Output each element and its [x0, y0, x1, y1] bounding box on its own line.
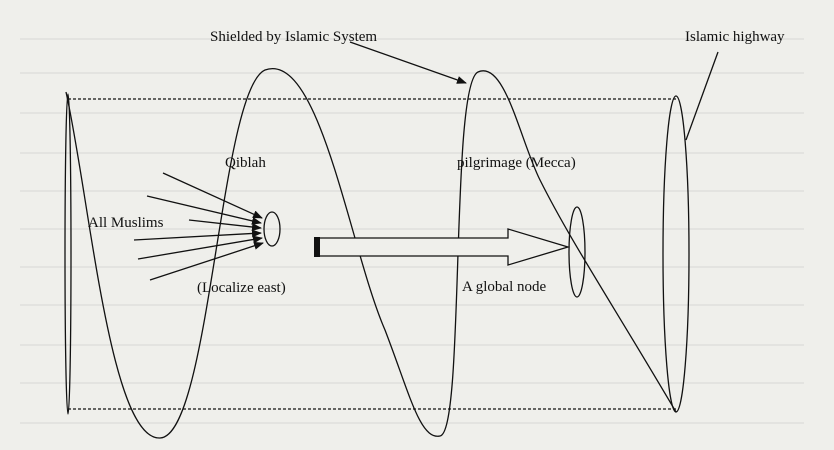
- qiblah-label: Qiblah: [225, 155, 266, 171]
- background-text-line: [20, 344, 804, 346]
- hollow-arrow-tail: [314, 237, 320, 257]
- qiblah-node: [263, 211, 281, 247]
- global-node: [568, 206, 586, 298]
- background-text-line: [20, 382, 804, 384]
- shielded-pointer: [349, 41, 467, 84]
- background-text-line: [20, 152, 804, 154]
- pilgrimage-label: pilgrimage (Mecca): [457, 155, 576, 171]
- background-text-line: [20, 304, 804, 306]
- background-text-line: [20, 228, 804, 230]
- background-text-line: [20, 72, 804, 74]
- muslim-arrow: [133, 229, 262, 241]
- shielded-label: Shielded by Islamic System: [210, 29, 377, 45]
- muslim-arrow: [188, 219, 262, 231]
- background-text-line: [20, 38, 804, 40]
- muslim-arrow: [149, 241, 264, 281]
- shield-spiral-curve: [65, 67, 677, 439]
- background-text-line: [20, 190, 804, 192]
- global-node-label: A global node: [462, 279, 546, 295]
- muslim-arrow: [137, 235, 263, 260]
- background-text-line: [20, 112, 804, 114]
- background-text-line: [20, 266, 804, 268]
- highway-pointer: [685, 51, 719, 141]
- cylinder-left-end: [64, 93, 72, 415]
- muslim-arrow: [146, 195, 262, 225]
- muslim-arrow: [162, 172, 263, 219]
- all-muslims-label: All Muslims: [88, 215, 164, 231]
- background-text-line: [20, 422, 804, 424]
- highway-label: Islamic highway: [685, 29, 785, 45]
- highway-ellipse: [662, 95, 690, 413]
- hollow-flow-arrow: [317, 228, 571, 266]
- localize-label: (Localize east): [197, 280, 286, 296]
